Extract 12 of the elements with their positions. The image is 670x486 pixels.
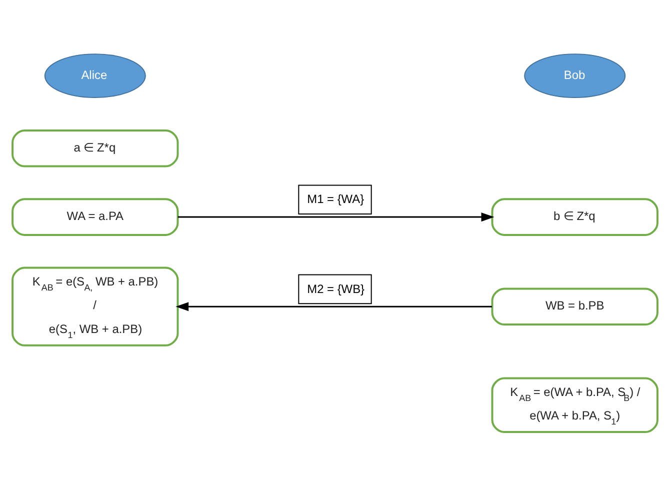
node-box: WA = a.PA: [12, 198, 179, 236]
node-box: b ∈ Z*q: [491, 198, 658, 236]
arrow: [178, 212, 494, 222]
node-box: K$_{AB}$ = e(WA + b.PA, S$_{B}$) / e(WA + b.PA, S$_{1}$): [491, 377, 658, 434]
node-ellipse: Alice: [44, 54, 146, 98]
node-ellipse: Bob: [524, 54, 626, 98]
edge-label: M1 = {WA}: [307, 192, 364, 206]
node-box: WB = b.PB: [491, 288, 658, 326]
node-box: K$_{AB}$ = e(S$_{A,}$ WB + a.PB) / e(S$_{1}$, WB + a.PB): [12, 266, 179, 346]
arrow: [176, 302, 492, 312]
node-box: a ∈ Z*q: [12, 129, 179, 168]
edge-label: M2 = {WB}: [307, 282, 365, 296]
